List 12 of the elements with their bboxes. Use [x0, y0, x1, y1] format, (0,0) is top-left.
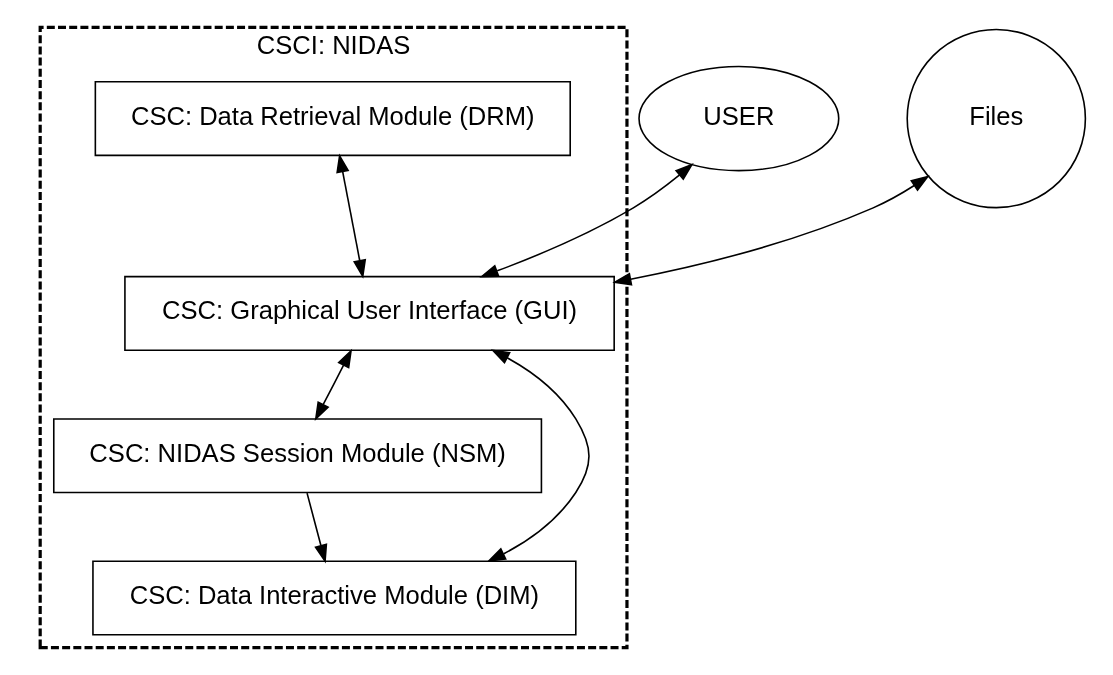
node-box: CSC: NIDAS Session Module (NSM) — [53, 418, 543, 494]
node-ellipse: USER — [638, 65, 840, 172]
node-box: CSC: Data Interactive Module (DIM) — [92, 560, 577, 636]
arrow — [336, 153, 367, 279]
node-circle: Files — [906, 28, 1087, 209]
arrow — [612, 175, 930, 286]
arrow — [314, 348, 353, 422]
node-box: CSC: Data Retrieval Module (DRM) — [94, 81, 571, 157]
arrow — [486, 349, 590, 562]
arrow — [479, 163, 694, 278]
node-box: CSC: Graphical User Interface (GUI) — [124, 275, 615, 351]
arrow — [306, 492, 328, 564]
